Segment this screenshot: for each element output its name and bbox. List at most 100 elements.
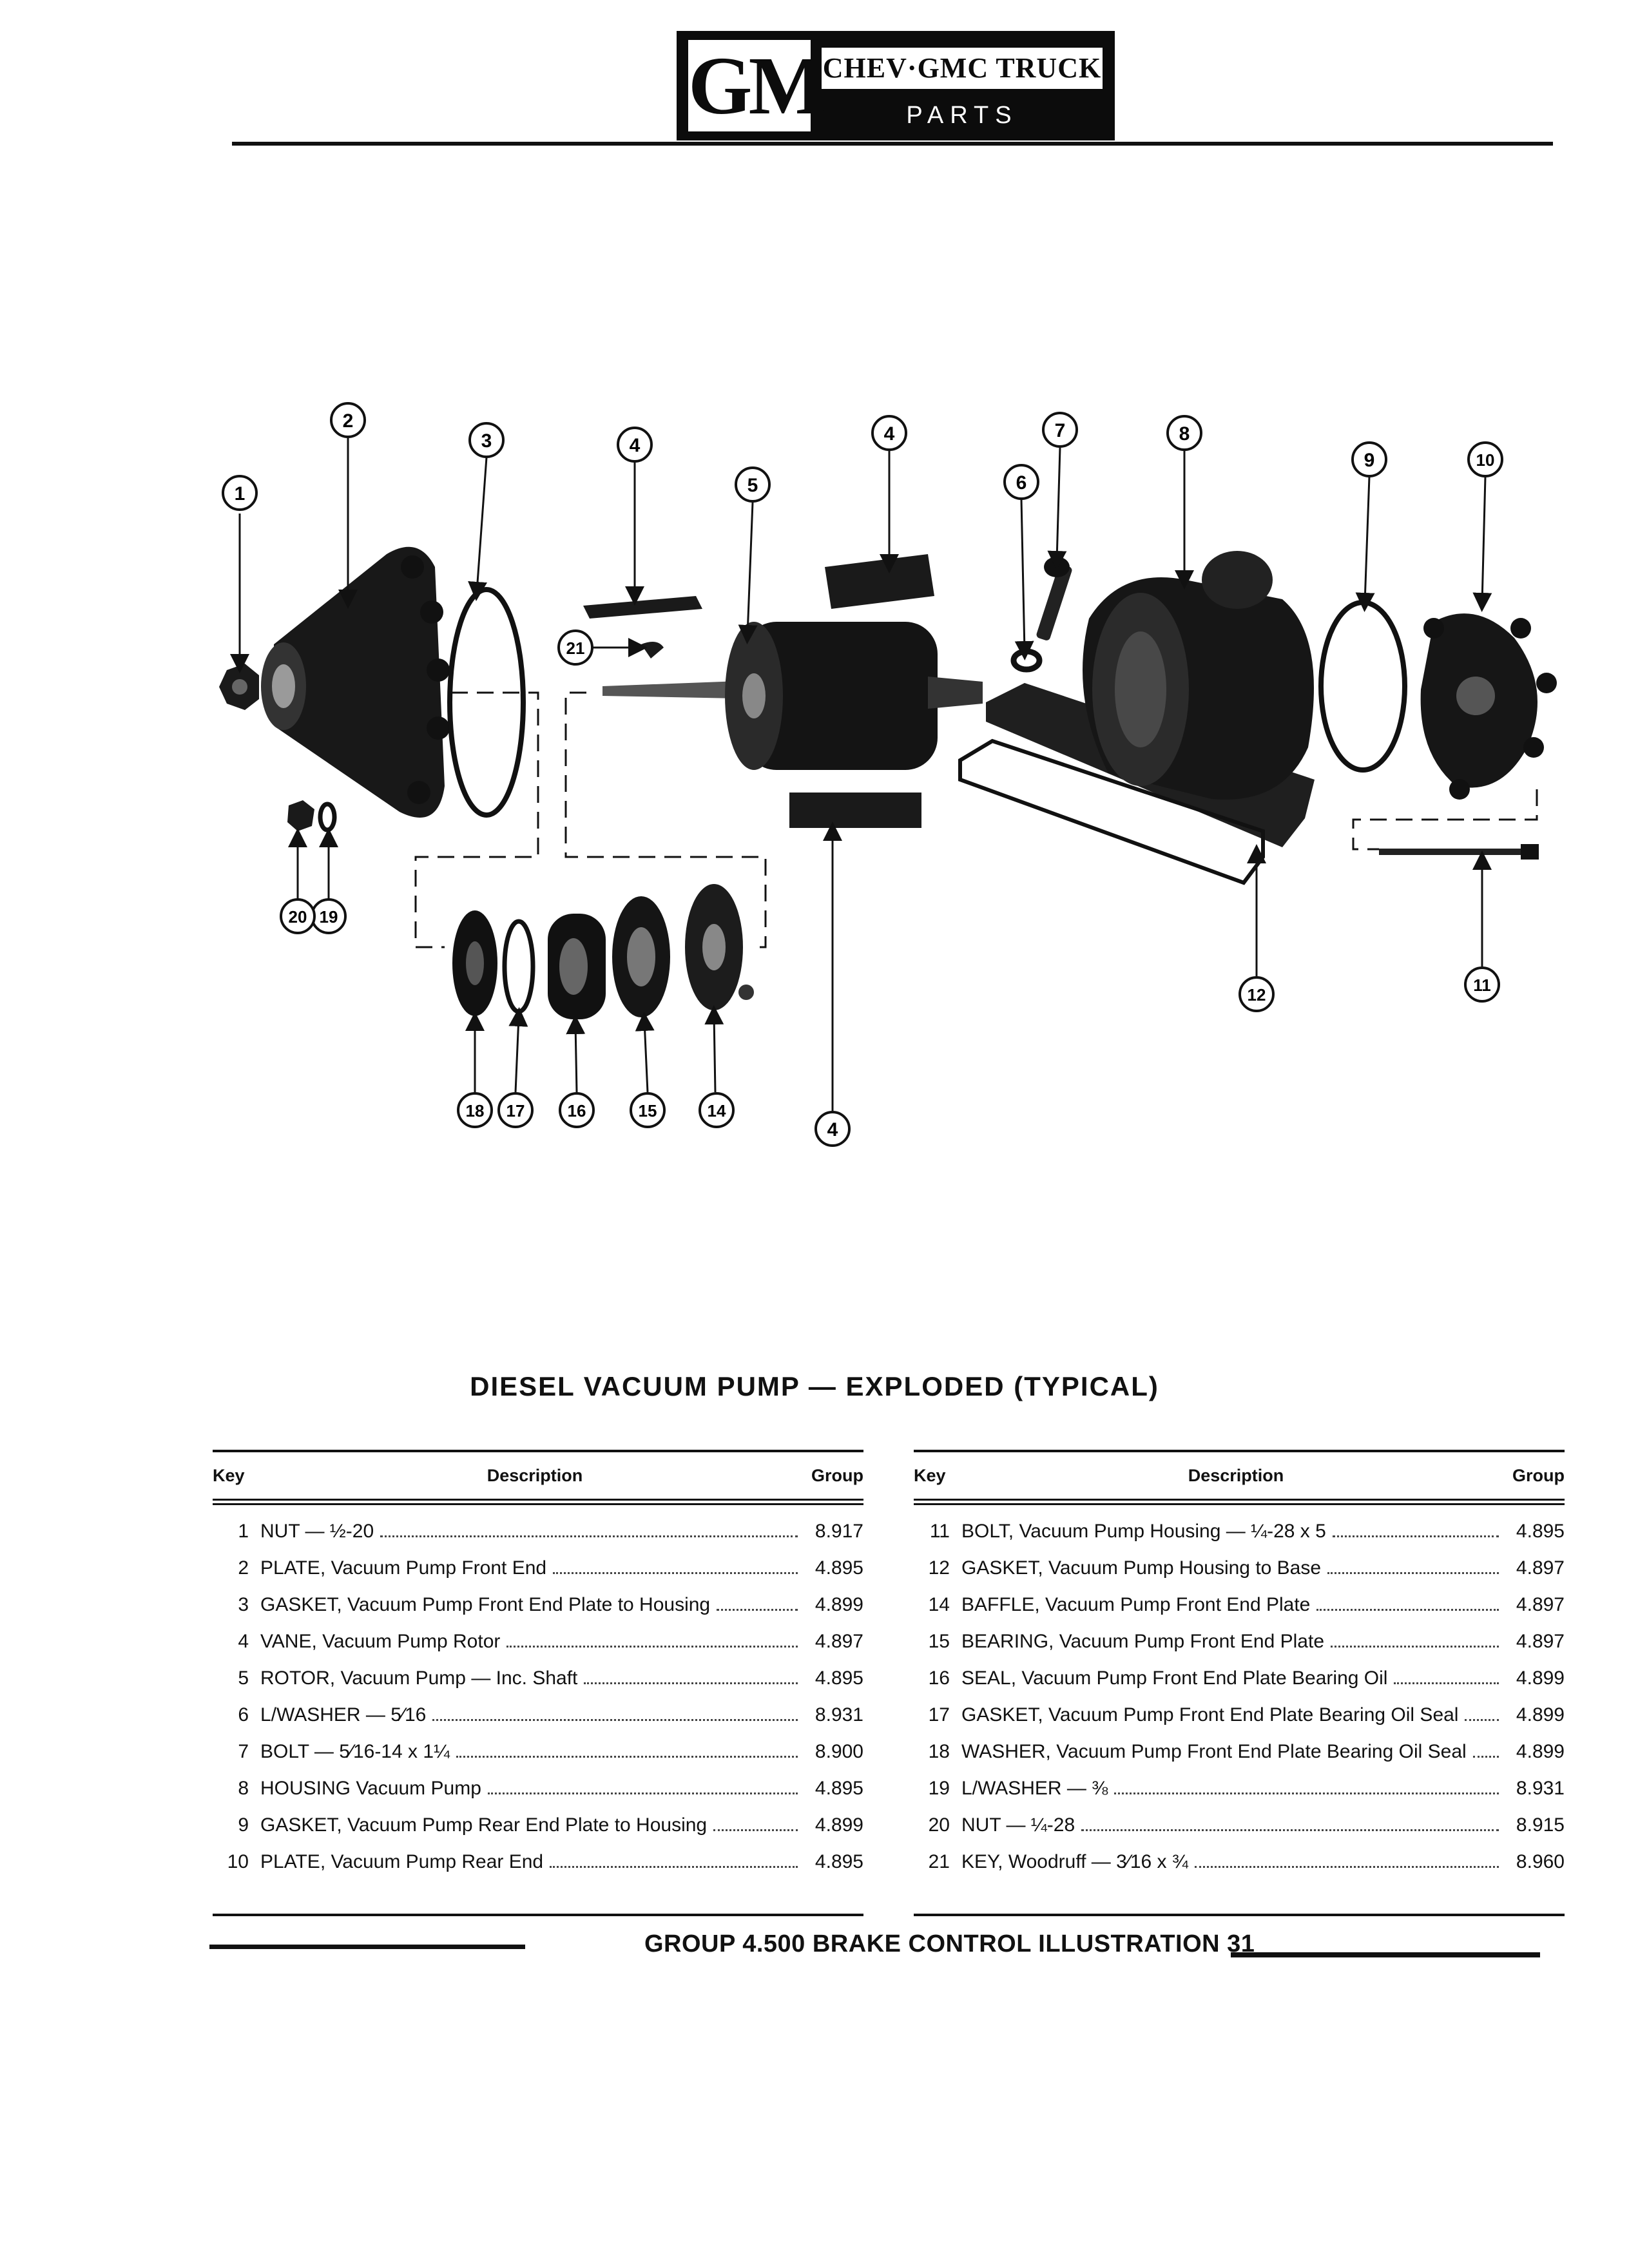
callout-7: 7 <box>1042 412 1078 448</box>
callout-14: 14 <box>699 1092 735 1128</box>
table-bottom-rule <box>213 1914 863 1916</box>
part-vanes <box>583 554 934 828</box>
table-header: Key Description Group <box>213 1452 863 1499</box>
callout-16: 16 <box>559 1092 595 1128</box>
catalogue-line: PARTS CATALOGUE <box>859 102 1065 164</box>
footer-rule-right <box>1231 1952 1540 1957</box>
callout-15: 15 <box>630 1092 666 1128</box>
callout-17: 17 <box>497 1092 534 1128</box>
callout-3: 3 <box>468 422 505 458</box>
svg-text:10: 10 <box>1476 450 1495 470</box>
gm-logo: GM CHEV·GMC TRUCK PARTS CATALOGUE <box>677 31 1115 164</box>
exploded-diagram: 1 2 3 4 4 4 5 6 7 8 9 10 11 12 14 15 16 … <box>219 402 1557 1147</box>
svg-text:17: 17 <box>506 1101 525 1120</box>
callout-18: 18 <box>457 1092 493 1128</box>
table-top-rule <box>914 1450 1565 1452</box>
table-header: Key Description Group <box>914 1452 1565 1499</box>
dashed-assembly-lines <box>414 691 1538 948</box>
svg-text:4: 4 <box>827 1119 838 1140</box>
svg-text:15: 15 <box>639 1101 657 1120</box>
table-top-rule <box>213 1450 863 1452</box>
footer-rule-left <box>209 1945 525 1949</box>
header-key: Key <box>914 1465 946 1485</box>
part-housing <box>958 551 1315 885</box>
svg-text:20: 20 <box>289 907 307 927</box>
callout-9: 9 <box>1351 441 1387 477</box>
part-small-nuts <box>287 800 337 832</box>
footer-group-label: GROUP 4.500 BRAKE CONTROL ILLUSTRATION 3… <box>644 1930 1255 1957</box>
part-long-bolt <box>1379 844 1539 860</box>
part-rear-gasket <box>1318 600 1407 773</box>
part-nut <box>219 664 259 710</box>
callout-2: 2 <box>330 402 366 438</box>
svg-text:3: 3 <box>481 430 492 452</box>
callout-19: 19 <box>311 898 347 934</box>
svg-text:16: 16 <box>568 1101 586 1120</box>
header-group: Group <box>811 1465 863 1485</box>
callout-21: 21 <box>557 629 593 666</box>
svg-text:21: 21 <box>566 639 585 658</box>
callout-6: 6 <box>1003 464 1039 500</box>
callout-4-lower: 4 <box>815 1111 851 1147</box>
svg-text:7: 7 <box>1055 420 1066 441</box>
svg-text:14: 14 <box>708 1101 726 1120</box>
callout-20: 20 <box>280 898 316 934</box>
svg-text:4: 4 <box>630 435 641 456</box>
table-header-rule <box>213 1499 863 1505</box>
svg-text:2: 2 <box>343 410 354 432</box>
callout-8: 8 <box>1166 415 1202 451</box>
svg-text:4: 4 <box>884 423 895 445</box>
header-description: Description <box>487 1465 583 1485</box>
svg-text:8: 8 <box>1179 423 1190 445</box>
part-front-gasket <box>447 587 526 818</box>
header-rule <box>232 142 1553 146</box>
part-bearing-stack <box>452 884 754 1019</box>
callout-10: 10 <box>1467 441 1503 477</box>
callout-5: 5 <box>735 466 771 503</box>
brand-line: CHEV·GMC TRUCK <box>822 48 1103 89</box>
header-key: Key <box>213 1465 245 1485</box>
table-bottom-rule <box>914 1914 1565 1916</box>
svg-text:6: 6 <box>1016 472 1027 494</box>
part-rotor-shaft <box>602 622 983 770</box>
table-header-rule <box>914 1499 1565 1505</box>
callout-12: 12 <box>1239 976 1275 1012</box>
svg-text:9: 9 <box>1364 450 1375 471</box>
illustration-caption: DIESEL VACUUM PUMP — EXPLODED (TYPICAL) <box>470 1371 1159 1401</box>
callout-4-upper-left: 4 <box>617 427 653 463</box>
leader-lines <box>230 438 1492 1111</box>
svg-text:12: 12 <box>1248 985 1266 1004</box>
part-rear-end-plate <box>1420 613 1557 800</box>
svg-text:11: 11 <box>1473 975 1491 995</box>
callout-4-upper-right: 4 <box>871 415 907 451</box>
svg-text:18: 18 <box>466 1101 485 1120</box>
callout-11: 11 <box>1464 966 1500 1003</box>
svg-text:5: 5 <box>747 475 758 496</box>
svg-text:1: 1 <box>235 483 246 505</box>
header-group: Group <box>1512 1465 1565 1485</box>
svg-text:19: 19 <box>320 907 338 927</box>
gm-logo-mark: GM <box>688 40 826 131</box>
header-description: Description <box>1188 1465 1284 1485</box>
